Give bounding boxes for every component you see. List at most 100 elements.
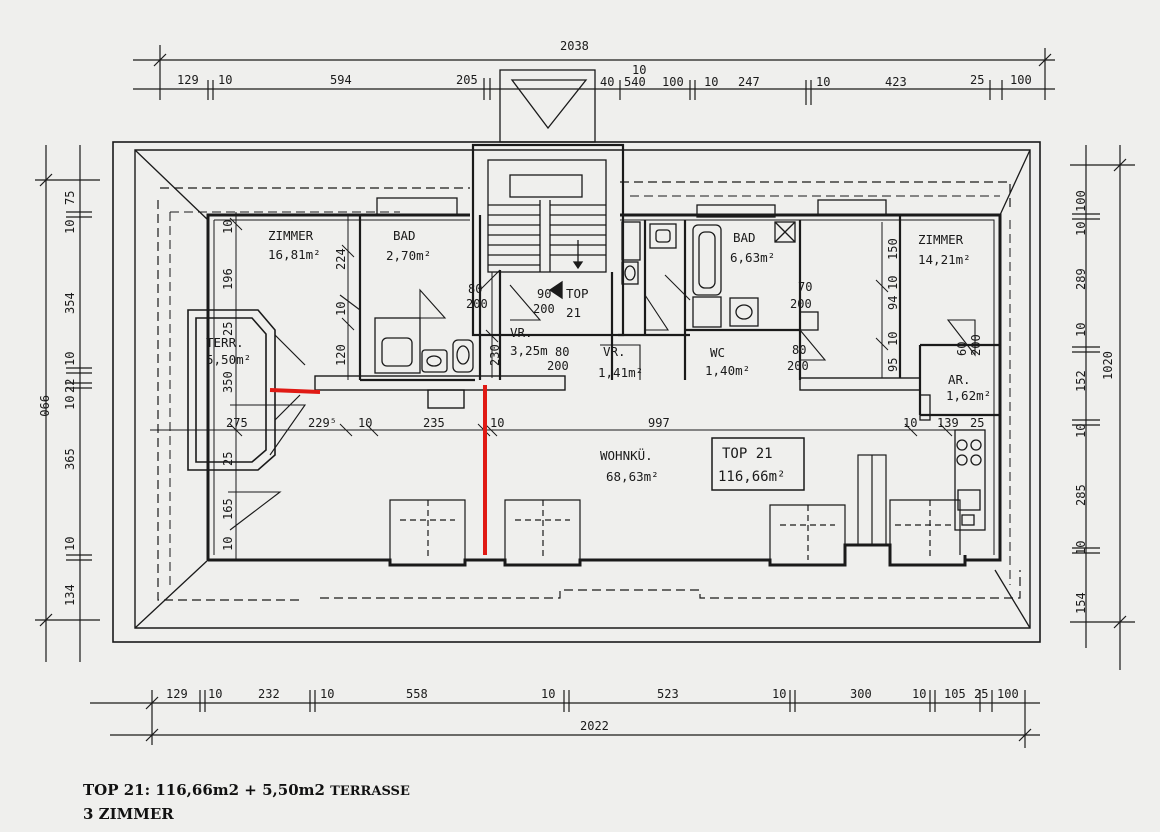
dim-top-12: 423 — [885, 75, 907, 89]
dim-right-9: 154 — [1074, 592, 1088, 614]
dim-left-8: 10 — [63, 537, 77, 551]
dim-bottom-11: 105 — [944, 687, 966, 701]
dim-left-overall: 990 — [37, 395, 51, 417]
room-zimmer1-area: 16,81m² — [268, 247, 321, 262]
dim-top-2: 10 — [218, 73, 232, 87]
dim-door-80c: 80 — [792, 343, 806, 357]
dim-door-200c: 200 — [547, 359, 569, 373]
top-dimension-chain — [133, 45, 1055, 105]
room-wohnkue-name: WOHNKÜ. — [600, 447, 653, 463]
dim-top-3: 594 — [330, 73, 352, 87]
dim-int-165: 165 — [221, 498, 235, 520]
dim-int-230: 230 — [488, 344, 502, 366]
door-swings — [228, 269, 976, 531]
dim-left-7: 365 — [63, 448, 77, 470]
partition-beam — [314, 375, 921, 409]
dim-door-90: 90 — [537, 287, 551, 301]
dim-right-2: 10 — [1074, 222, 1088, 236]
interior-dim-lines — [150, 212, 985, 560]
dim-int-10f: 10 — [903, 416, 917, 430]
room-terrace-area: 5,50m² — [206, 352, 251, 367]
room-vr1-name: VR. — [510, 325, 533, 340]
room-ar-area: 1,62m² — [946, 388, 991, 403]
dim-left-6: 10 — [63, 396, 77, 410]
dim-top-11: 10 — [816, 75, 830, 89]
dim-left-5: 22 — [63, 379, 77, 393]
dim-int-235: 235 — [423, 416, 445, 430]
room-vr2-area: 1,41m² — [598, 365, 643, 380]
dim-bottom-7: 523 — [657, 687, 679, 701]
dim-int-10c: 10 — [221, 537, 235, 551]
caption-terrace: TERRASSE — [330, 784, 410, 799]
dim-bottom-5: 558 — [406, 687, 428, 701]
dim-top-5: 40 — [600, 75, 614, 89]
interior-walls — [358, 215, 1000, 417]
dim-door-70: 70 — [798, 280, 812, 294]
caption-line2: 3 ZIMMER — [83, 805, 174, 823]
caption-line1: TOP 21: 116,66m2 + 5,50m2 TERRASSE — [83, 781, 410, 799]
dim-top-14: 100 — [1010, 73, 1032, 87]
dim-right-7: 285 — [1074, 484, 1088, 506]
dim-bottom-8: 10 — [772, 687, 786, 701]
dim-int-350: 350 — [221, 371, 235, 393]
dim-bottom-9: 300 — [850, 687, 872, 701]
dim-int-25c: 25 — [970, 416, 984, 430]
unit-label-line2: 116,66m² — [718, 469, 785, 485]
dim-right-5: 152 — [1074, 370, 1088, 392]
dim-int-10b: 10 — [334, 302, 348, 316]
dim-int-10h: 10 — [886, 332, 900, 346]
dim-int-150: 150 — [886, 238, 900, 260]
right-dimension-chain — [1070, 145, 1135, 670]
room-vr2-name: VR. — [603, 344, 626, 359]
dim-right-6: 10 — [1074, 424, 1088, 438]
dim-right-3: 289 — [1074, 268, 1088, 290]
dim-door-200d: 200 — [790, 297, 812, 311]
room-terrace-name: TERR. — [206, 335, 244, 350]
dim-door-200e: 200 — [787, 359, 809, 373]
dim-bottom-12: 25 — [974, 687, 988, 701]
dim-bottom-6: 10 — [541, 687, 555, 701]
dim-left-2: 10 — [63, 220, 77, 234]
dim-right-1: 100 — [1074, 190, 1088, 212]
dim-door-200b: 200 — [533, 302, 555, 316]
unit-label-box — [711, 437, 805, 491]
dim-int-229: 229⁵ — [308, 416, 337, 430]
dim-door-60: 60 — [955, 342, 969, 356]
room-bad2-area: 6,63m² — [730, 250, 775, 265]
dim-bottom-overall: 2022 — [580, 719, 609, 733]
dim-bottom-10: 10 — [912, 687, 926, 701]
chimney — [499, 69, 596, 143]
bottom-dimension-chain — [90, 690, 1040, 748]
dim-bottom-3: 232 — [258, 687, 280, 701]
stairwell — [471, 143, 625, 337]
dim-bottom-2: 10 — [208, 687, 222, 701]
room-wc-name: WC — [710, 345, 725, 360]
red-partition-markers — [269, 385, 487, 555]
left-dimension-chain — [35, 145, 100, 662]
room-zimmer2-area: 14,21m² — [918, 252, 971, 267]
bottom-windows — [389, 454, 961, 560]
dim-right-4: 10 — [1074, 323, 1088, 337]
dim-top-overall: 2038 — [560, 39, 589, 53]
dim-int-120: 120 — [334, 344, 348, 366]
dim-int-95: 95 — [886, 358, 900, 372]
room-bad1-area: 2,70m² — [386, 248, 431, 263]
bathroom-fixtures — [374, 221, 819, 374]
dim-top-8: 100 — [662, 75, 684, 89]
unit-label-line1: TOP 21 — [722, 446, 773, 462]
dim-top-13: 25 — [970, 73, 984, 87]
dim-top-1: 129 — [177, 73, 199, 87]
room-zimmer1-name: ZIMMER — [268, 228, 314, 243]
room-zimmer2-name: ZIMMER — [918, 232, 964, 247]
room-ar-name: AR. — [948, 372, 971, 387]
dim-int-25a: 25 — [221, 322, 235, 336]
dim-int-94: 94 — [886, 296, 900, 310]
dim-left-1: 75 — [63, 191, 77, 205]
room-wohnkue-area: 68,63m² — [606, 469, 659, 484]
dim-int-10e: 10 — [490, 416, 504, 430]
dim-door-80a: 80 — [468, 282, 482, 296]
dim-int-139: 139 — [937, 416, 959, 430]
dim-left-3: 354 — [63, 292, 77, 314]
dim-left-4: 10 — [63, 352, 77, 366]
